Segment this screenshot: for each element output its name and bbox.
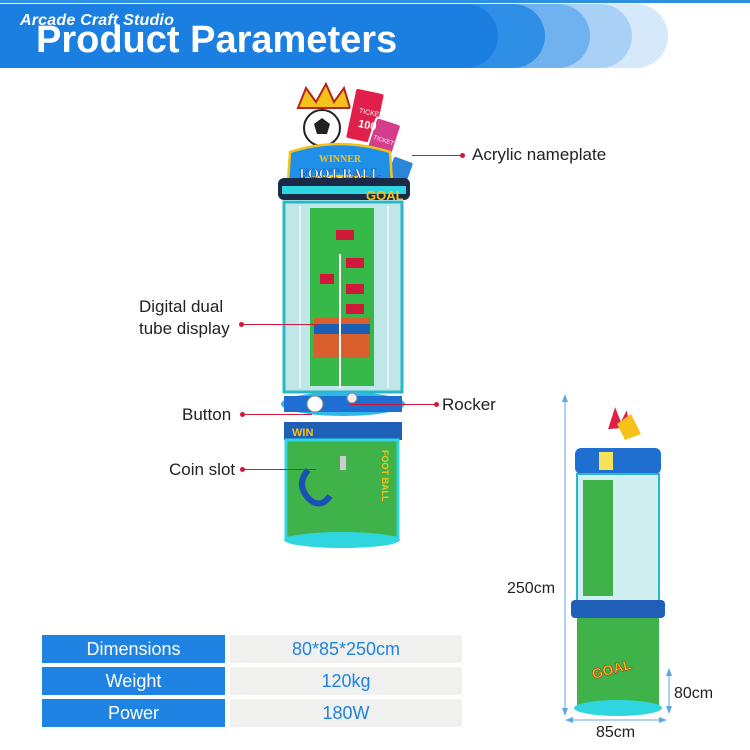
rocker-control [346,392,358,404]
spec-value: 80*85*250cm [230,635,462,663]
header-chevron [0,4,498,68]
digital-dual-tube-display [282,200,404,394]
callout-coin-slot: Coin slot [169,460,236,479]
ticket-text: 100 [357,118,377,134]
spec-label: Weight [42,667,225,695]
button-control [306,395,324,413]
side-machine-illustration: GOAL [571,402,665,716]
callout-button: Button [182,405,232,424]
brand-logo: Arcade Craft Studio [20,12,175,29]
spec-row-weight: Weight 120kg [42,667,462,695]
spec-row-power: Power 180W [42,699,462,727]
header-banner: Arcade Craft Studio Product Parameters [0,0,750,72]
spec-label: Dimensions [42,635,225,663]
callout-rocker: Rocker [442,395,496,414]
callout-dot [240,467,245,472]
spec-row-dimensions: Dimensions 80*85*250cm [42,635,462,663]
machine-console: WIN [281,392,405,440]
callout-dot [460,153,465,158]
callout-line-button [242,414,312,415]
machine-base-cabinet: FOOT BALL [284,438,400,548]
main-machine-illustration: TICKETS 100 TICKETS WINNER FOOT BALL GOA… [278,81,415,548]
dimension-base-height-label: 80cm [674,685,714,702]
spec-value: 120kg [230,667,462,695]
spec-value: 180W [230,699,462,727]
header-top-line [0,0,750,3]
callout-line-rocker [350,404,436,405]
dimension-height-label: 250cm [507,580,556,597]
callout-line-digital [241,324,317,325]
callout-dot [434,402,439,407]
dimension-lines [562,394,672,723]
goal-text: GOAL [366,188,404,203]
callout-dot [239,322,244,327]
callout-digital-display-line1: Digital dual [139,297,224,316]
callout-line-coin [242,469,316,470]
dimension-width-label: 85cm [596,724,636,741]
callout-acrylic-nameplate: Acrylic nameplate [472,145,607,164]
page-title: Product Parameters [36,19,398,61]
callout-digital-display-line2: tube display [139,319,230,338]
sign-top-text: WINNER [319,154,362,165]
coin-slot-graphic [299,468,333,507]
acrylic-nameplate: TICKETS 100 TICKETS WINNER FOOT BALL [286,81,415,192]
callout-line-acrylic [412,155,462,156]
spec-label: Power [42,699,225,727]
callout-dot [240,412,245,417]
side-text: FOOT BALL [380,450,390,502]
win-text: WIN [292,427,313,439]
